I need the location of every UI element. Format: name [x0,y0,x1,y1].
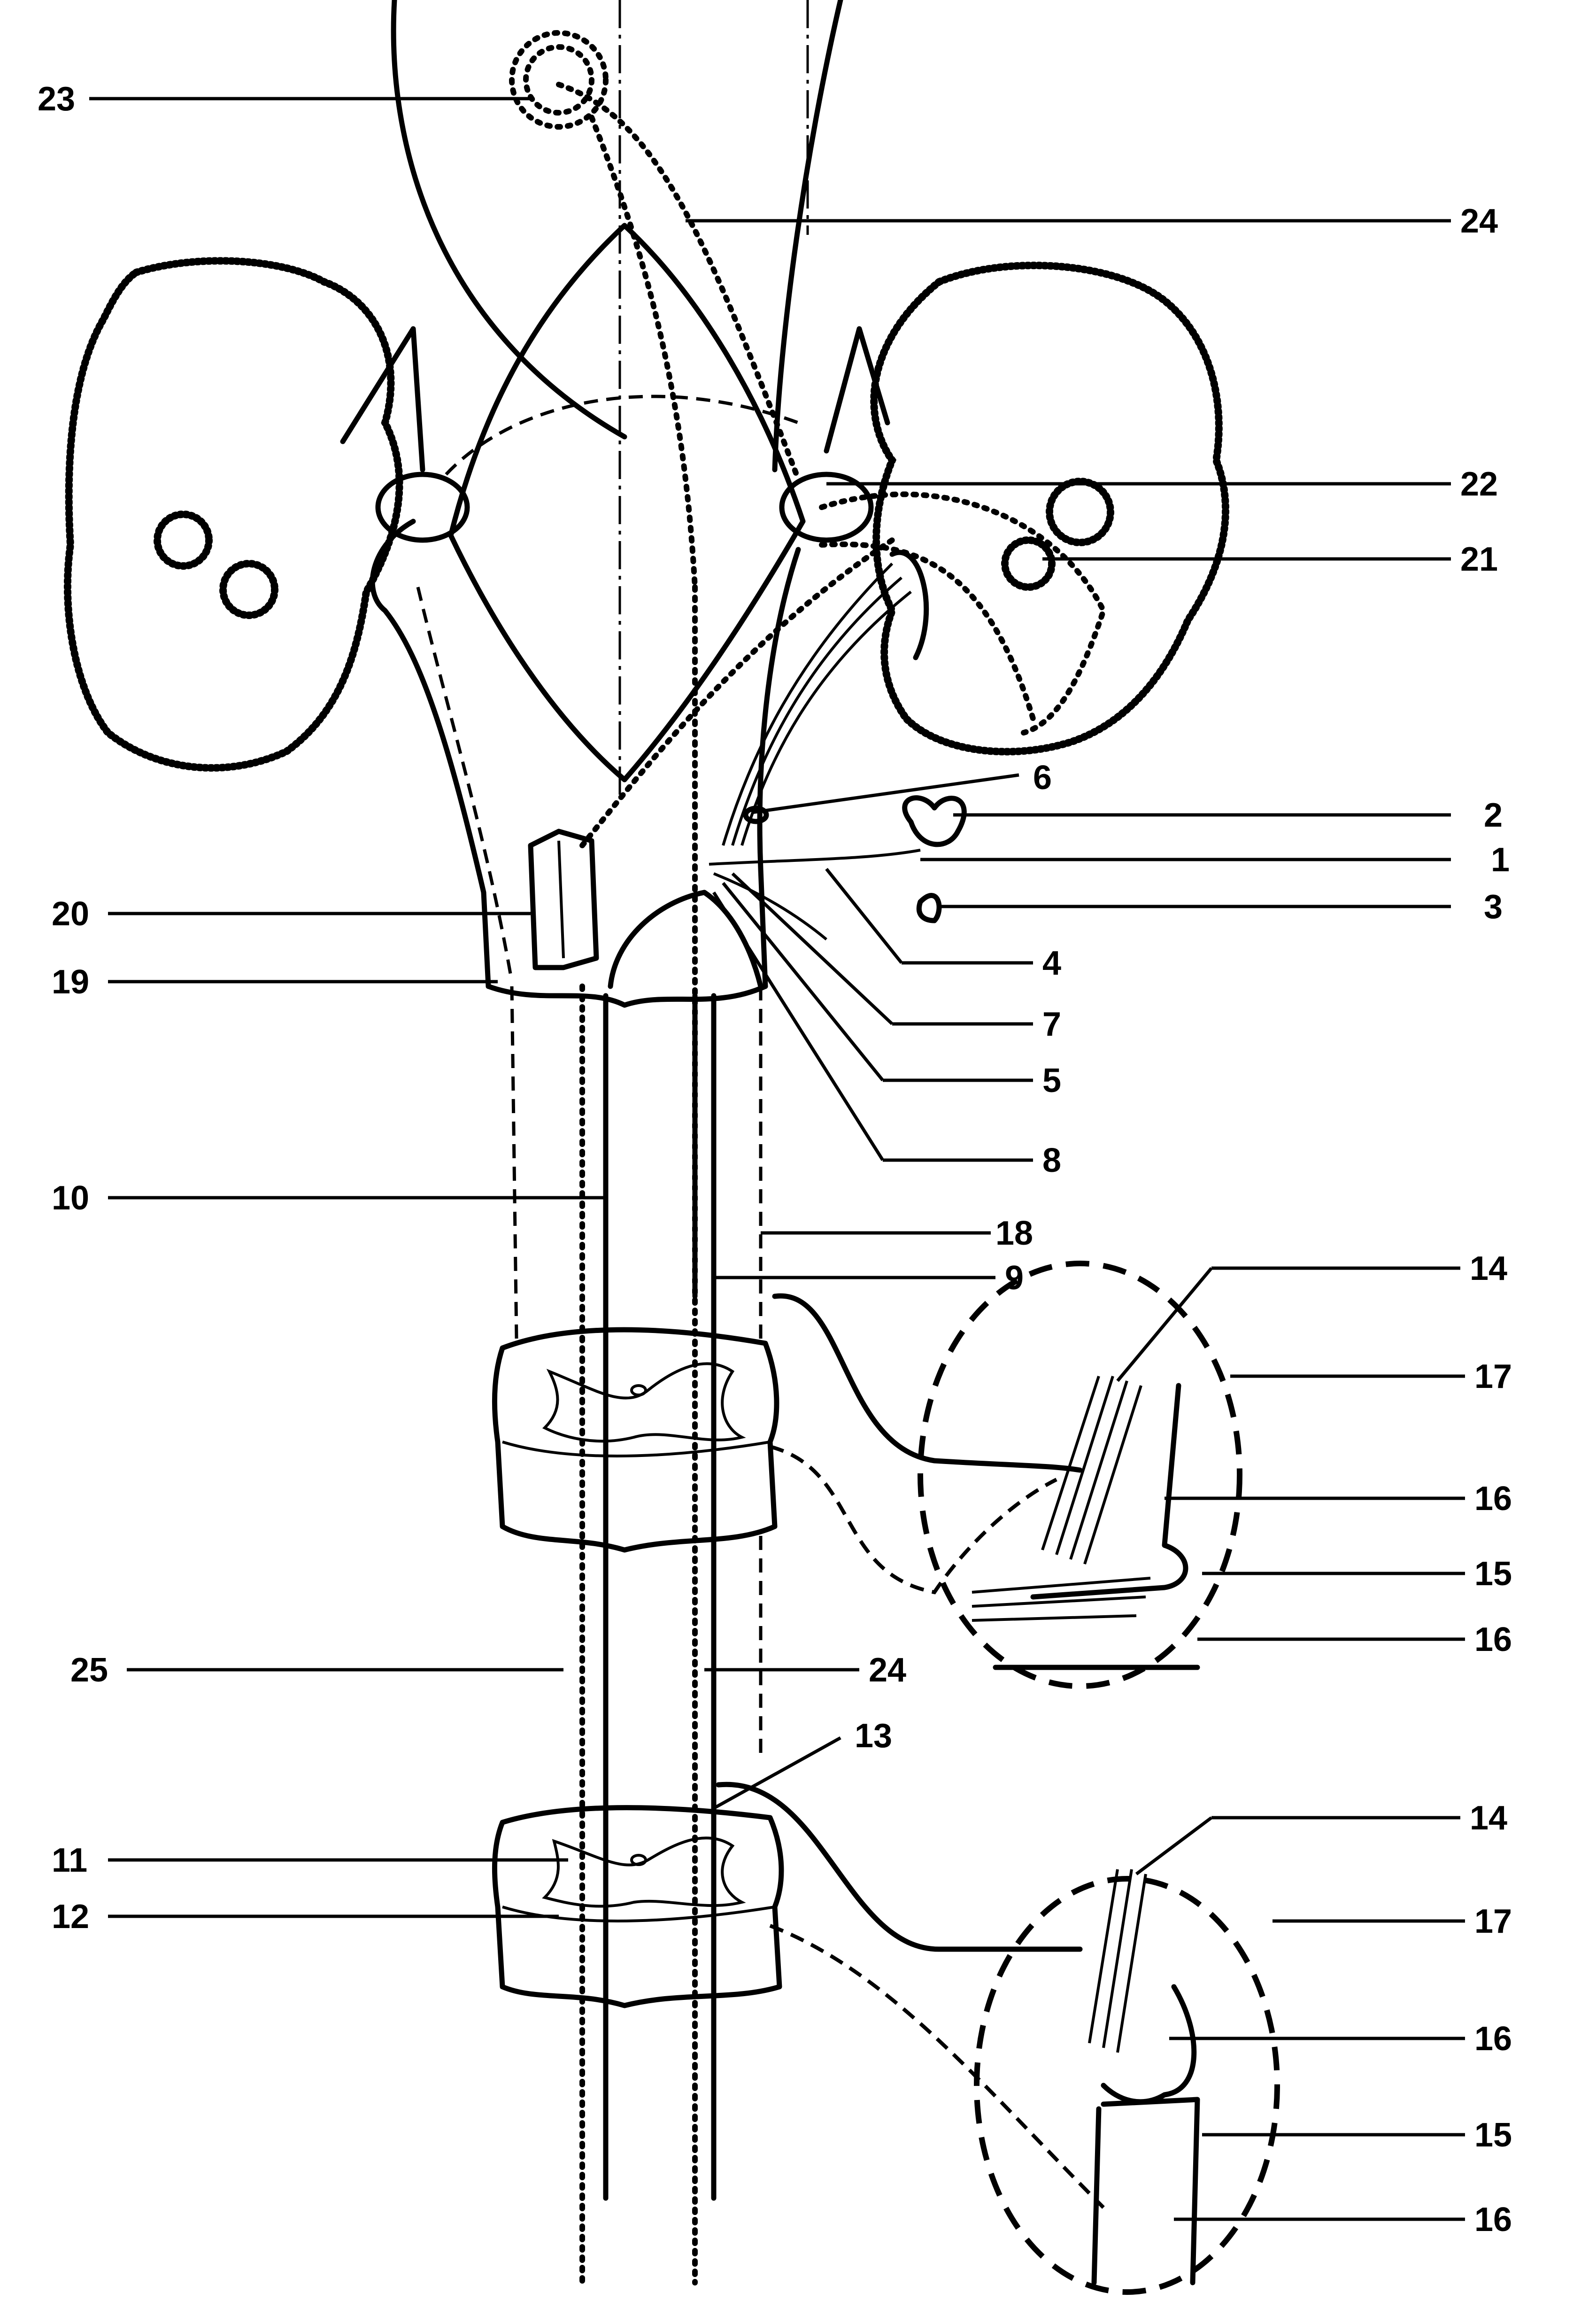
brainstem [340,223,890,1008]
cerebral-hemispheres [391,0,843,798]
label-11: 11 [52,1842,87,1879]
label-10: 10 [52,1179,89,1217]
spinal-segment-upper [492,1327,779,1553]
label-17-lower: 17 [1474,1903,1512,1940]
cerebellum-left [63,257,403,772]
label-5: 5 [1042,1062,1061,1100]
label-16-lower-a: 16 [1474,2020,1512,2058]
cerebellum-right [870,262,1229,756]
label-4: 4 [1042,945,1061,982]
label-24-lower: 24 [869,1651,906,1689]
label-2: 2 [1484,797,1503,834]
label-16-upper-a: 16 [1474,1480,1512,1518]
label-15-lower: 15 [1474,2116,1512,2154]
label-12: 12 [52,1898,89,1936]
leader-lines [89,97,1465,2221]
label-20: 20 [52,895,89,933]
label-9: 9 [1005,1259,1024,1297]
label-8: 8 [1042,1142,1061,1179]
labels: 23 24 22 21 6 2 1 3 20 4 19 7 5 8 10 18 … [38,80,1512,2239]
peripheral-structures [509,30,967,923]
label-22: 22 [1460,465,1498,503]
label-13: 13 [855,1717,892,1755]
label-15-upper: 15 [1474,1555,1512,1593]
label-21: 21 [1460,541,1498,578]
muscle-detail-lower [716,1782,1280,2295]
label-23: 23 [38,80,75,118]
label-14-lower: 14 [1470,1799,1507,1837]
label-16-upper-b: 16 [1474,1621,1512,1658]
spinal-segment-lower [492,1805,784,2008]
label-6: 6 [1033,759,1052,797]
label-17-upper: 17 [1474,1358,1512,1395]
label-18: 18 [995,1215,1033,1252]
structure-20-box [528,829,599,970]
label-24-upper: 24 [1460,202,1498,240]
label-1: 1 [1491,841,1510,879]
label-14-upper: 14 [1470,1250,1507,1287]
label-7: 7 [1042,1006,1061,1043]
label-25: 25 [70,1651,108,1689]
muscle-detail-upper [769,1261,1242,1689]
label-19: 19 [52,963,89,1001]
label-3: 3 [1484,888,1503,926]
label-16-lower-b: 16 [1474,2201,1512,2239]
